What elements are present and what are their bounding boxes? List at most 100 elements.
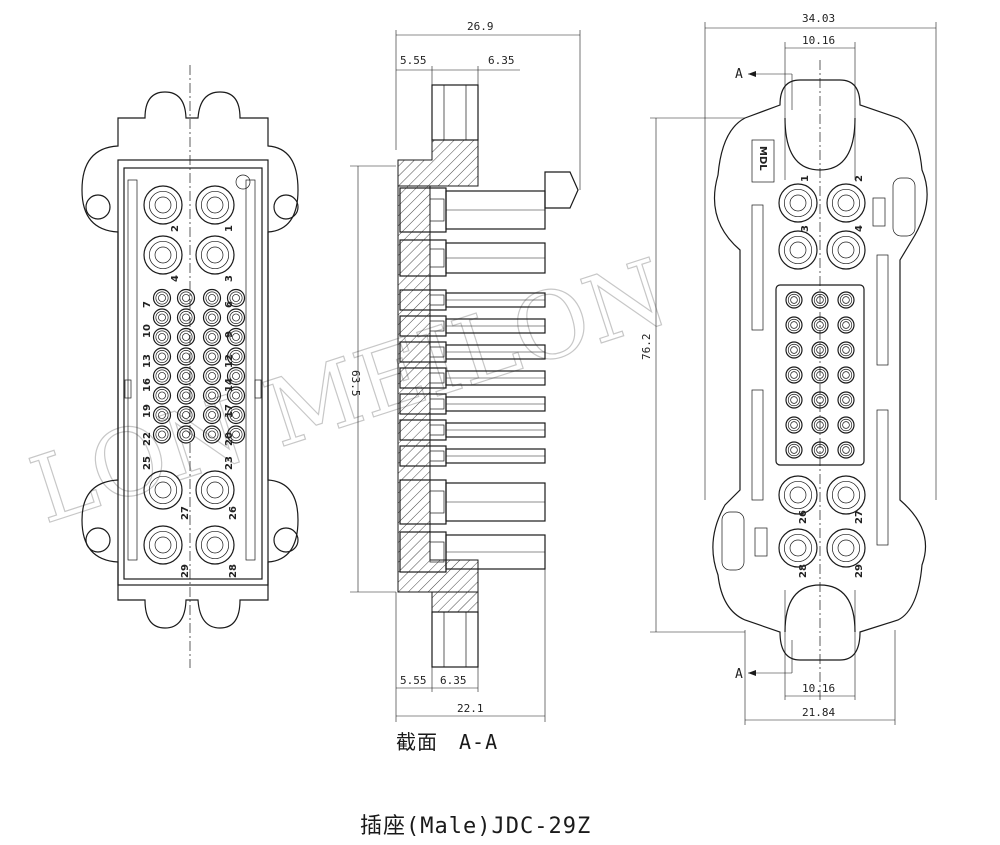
front-signal-pin — [202, 386, 222, 405]
front-pin-label: 9 — [224, 331, 235, 338]
front-power-pin — [143, 235, 183, 275]
dim-63-5: 63.5 — [349, 370, 362, 397]
mounting-hole-tr — [273, 194, 299, 220]
front-power-pin — [143, 470, 183, 510]
front-signal-pin — [176, 366, 196, 386]
front-pin-label: 23 — [224, 456, 235, 470]
rear-pin-label: 4 — [854, 225, 865, 232]
front-pin-label: 10 — [142, 324, 153, 338]
front-pin-label: 14 — [224, 378, 235, 392]
rear-signal-pin — [837, 316, 855, 334]
front-power-pin — [195, 235, 235, 275]
front-signal-pin — [152, 405, 172, 425]
front-pin-label: 2 — [170, 225, 181, 232]
section-contact — [399, 445, 546, 467]
rear-view: 34.03 10.16 A A 76.2 — [640, 12, 937, 725]
section-contact — [399, 289, 546, 311]
front-signal-pin — [152, 347, 172, 366]
rear-power-pin — [826, 183, 866, 223]
rear-pin-label: 1 — [800, 175, 811, 182]
rear-power-pin — [778, 528, 818, 568]
front-signal-pin — [202, 347, 222, 366]
rear-signal-pin — [785, 291, 803, 309]
rear-signal-pin — [811, 291, 829, 309]
front-pin-label: 17 — [224, 404, 235, 418]
rear-signal-pin — [785, 366, 803, 384]
front-signal-pin — [226, 366, 246, 386]
rear-signal-pin — [785, 391, 803, 409]
front-signal-pin — [152, 386, 172, 405]
section-marker-top: A — [735, 67, 743, 82]
dim-6-35-top: 6.35 — [488, 54, 515, 67]
section-contact — [399, 315, 546, 337]
dim-76-2: 76.2 — [640, 334, 653, 361]
rear-pin-label: 26 — [798, 510, 809, 524]
front-pin-label: 7 — [142, 301, 153, 308]
rear-pin-label: 2 — [854, 175, 865, 182]
front-power-pin — [195, 470, 235, 510]
rear-pin-label: 28 — [798, 564, 809, 578]
front-signal-pin — [176, 386, 196, 405]
front-pin-label: 22 — [142, 432, 153, 446]
front-pin-label: 3 — [224, 275, 235, 282]
rear-signal-pin — [837, 416, 855, 434]
rear-power-pin — [826, 475, 866, 515]
rear-signal-pin — [785, 441, 803, 459]
dim-10-16-bottom: 10.16 — [802, 682, 835, 695]
section-contact — [399, 367, 546, 389]
section-contact — [399, 479, 546, 525]
front-signal-pin — [226, 386, 246, 405]
front-signal-pin — [152, 327, 172, 347]
rear-power-pin — [826, 528, 866, 568]
front-pin-label: 20 — [224, 432, 235, 446]
rear-signal-pin — [811, 416, 829, 434]
rear-signal-pin — [837, 291, 855, 309]
front-pin-label: 6 — [224, 301, 235, 308]
rear-signal-pin — [811, 341, 829, 359]
rear-signal-pin — [785, 416, 803, 434]
section-housing — [397, 139, 479, 187]
dim-5-55-bottom: 5.55 — [400, 674, 427, 687]
section-contact — [399, 341, 546, 363]
front-pin-label: 29 — [180, 564, 191, 578]
section-contact — [399, 419, 546, 441]
front-signal-pin — [202, 405, 222, 425]
section-marker-bottom: A — [735, 667, 743, 682]
rear-power-pin — [826, 230, 866, 270]
front-signal-pin — [176, 288, 196, 308]
front-power-pin — [143, 185, 183, 225]
front-signal-pin — [226, 405, 246, 425]
front-pin-label: 13 — [142, 354, 153, 368]
dim-22-1: 22.1 — [457, 702, 484, 715]
dim-5-55-top: 5.55 — [400, 54, 427, 67]
front-signal-pin — [152, 308, 172, 327]
brand-logo: MDL — [757, 146, 768, 171]
dim-26-9: 26.9 — [467, 20, 494, 33]
front-signal-pin — [176, 347, 196, 366]
rear-signal-pin — [811, 366, 829, 384]
section-contact — [399, 393, 546, 415]
front-pin-label: 25 — [142, 456, 153, 470]
section-view: 26.9 5.55 6.35 63.5 5.55 6.35 — [349, 20, 581, 722]
rear-signal-pin — [811, 316, 829, 334]
front-pin-label: 28 — [228, 564, 239, 578]
section-caption: 截面 A-A — [396, 730, 499, 754]
front-signal-pin — [176, 327, 196, 347]
front-signal-pin — [226, 327, 246, 347]
dim-6-35-bottom: 6.35 — [440, 674, 467, 687]
front-pin-label: 12 — [224, 354, 235, 368]
rear-pin-grid — [778, 183, 866, 568]
front-pin-label: 1 — [224, 225, 235, 232]
front-pin-label: 16 — [142, 378, 153, 392]
rear-signal-pin — [785, 341, 803, 359]
rear-signal-pin — [837, 366, 855, 384]
front-pin-grid — [143, 185, 246, 565]
rear-power-pin — [778, 230, 818, 270]
drawing-title: 插座(Male)JDC-29Z — [360, 814, 592, 839]
rear-pin-label: 3 — [800, 225, 811, 232]
front-signal-pin — [202, 288, 222, 308]
